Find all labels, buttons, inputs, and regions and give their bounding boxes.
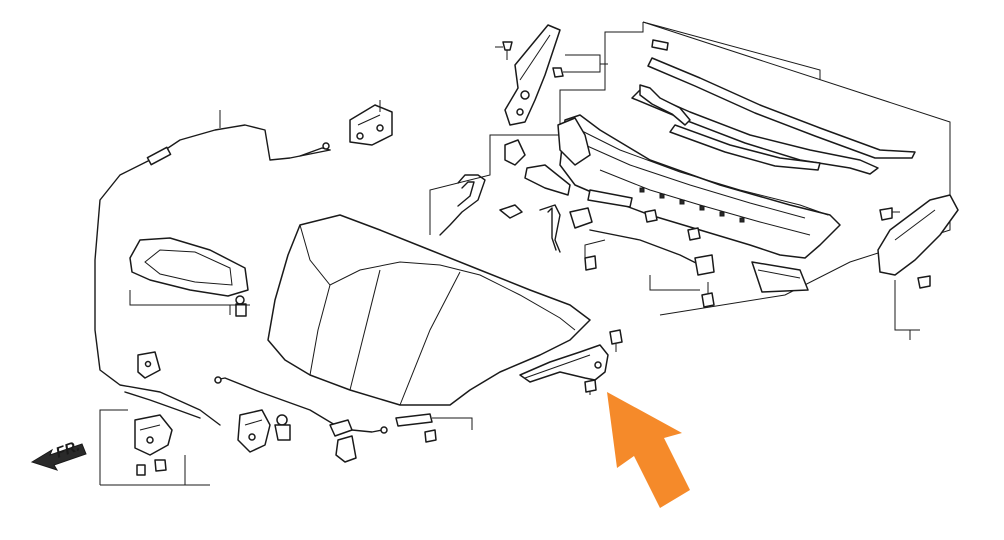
hood-latch [134, 414, 173, 456]
hood-seal-strip [395, 413, 433, 427]
hood-hinge-lower [519, 344, 609, 383]
hood-latch-group [99, 351, 210, 486]
hood-support-rod [214, 376, 388, 463]
hinge-bolt-top [502, 41, 513, 51]
secondary-latch-group [237, 409, 291, 453]
washer-joint [569, 207, 593, 229]
cowl-seal-bracket [504, 139, 526, 166]
cowl-clip-1 [644, 209, 658, 223]
hinge-bolt [609, 329, 623, 345]
cowl-side-trim [524, 164, 571, 196]
cowl-end-cap [751, 261, 809, 293]
hood-hinge-right-group [877, 194, 959, 340]
latch-bumper [154, 459, 167, 472]
front-direction-indicator: FR. [30, 438, 87, 471]
front-arrow-icon [30, 443, 87, 471]
cowl-lower-strip [669, 124, 821, 171]
hood-release-cable [94, 110, 331, 426]
cowl-side-strip [639, 84, 691, 126]
hood-seal-clip [424, 429, 437, 443]
washer-small-clip [584, 255, 597, 271]
hinge-lower-clip [584, 379, 597, 393]
hinge-right-bolt-top [879, 207, 893, 221]
front-label: FR. [54, 438, 83, 462]
hood-latch-bracket-top [349, 100, 393, 146]
hood-hinge-lower-group [519, 329, 623, 395]
cowl-clip-2 [687, 227, 701, 241]
washer-nozzle [499, 204, 523, 219]
support-rod-holder [335, 435, 357, 463]
washer-clip-right [694, 254, 715, 276]
highlight-arrow-icon [607, 392, 690, 508]
hood-hinge-upper [504, 24, 561, 126]
insulator-clip [235, 303, 247, 317]
hood-insulator-frame [129, 237, 249, 297]
latch-nut [136, 464, 146, 476]
cowl-assembly-group [429, 21, 951, 316]
hood-hinge-right [877, 194, 959, 276]
hood-hinge-upper-bracket-group [495, 24, 608, 126]
hinge-right-bolt-bottom [917, 275, 931, 289]
hood-insulator-group [129, 237, 250, 317]
latch-bracket-top [349, 104, 393, 146]
secondary-latch-bracket [274, 424, 291, 441]
cowl-seal-strip [587, 189, 633, 208]
secondary-latch [237, 409, 271, 453]
cowl-small-clip [651, 39, 669, 51]
cowl-top-strip [647, 57, 916, 159]
cowl-left-bracket [557, 117, 591, 166]
support-rod-clip [329, 419, 353, 437]
hood-seal-group [395, 413, 473, 443]
hood-panel [267, 214, 591, 406]
hinge-nut [552, 67, 564, 78]
washer-hose-group [439, 174, 715, 308]
washer-bolt [701, 292, 715, 308]
